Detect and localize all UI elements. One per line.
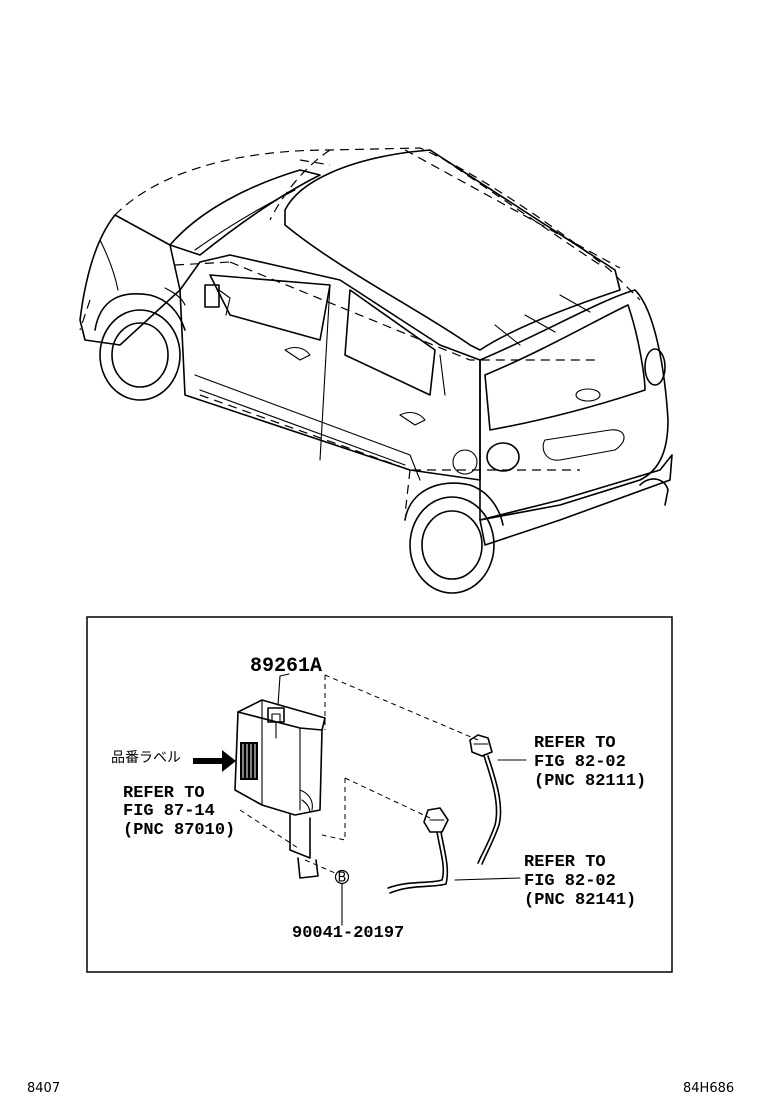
- page-code: 8407: [27, 1081, 60, 1096]
- detail-frame: [86, 616, 673, 973]
- part-number-label: [240, 742, 258, 780]
- main-part-number: 89261A: [250, 655, 322, 678]
- ref-upper-line3: (PNC 82111): [534, 772, 646, 791]
- ref-left-line2: FIG 87-14: [123, 802, 215, 821]
- label-callout-text: 品番ラベル: [111, 750, 181, 766]
- ref-left: REFER TO FIG 87-14 (PNC 87010): [123, 784, 235, 840]
- ref-lower-line2: FIG 82-02: [524, 872, 616, 891]
- drawing-code: 84H686: [683, 1081, 734, 1096]
- ref-left-line3: (PNC 87010): [123, 821, 235, 840]
- bolt-marker-letter: B: [338, 871, 347, 886]
- ref-upper-line1: REFER TO: [534, 734, 616, 753]
- ref-upper-right: REFER TO FIG 82-02 (PNC 82111): [534, 734, 646, 791]
- ref-upper-line2: FIG 82-02: [534, 753, 626, 772]
- harness-upper: [469, 734, 502, 865]
- vehicle-illustration: [79, 147, 673, 594]
- leader-lines: [239, 674, 479, 877]
- ref-left-line1: REFER TO: [123, 784, 205, 803]
- label-arrow: [193, 750, 236, 772]
- control-module: [234, 699, 326, 879]
- harness-lower: [387, 807, 449, 894]
- ref-lower-line3: (PNC 82141): [524, 891, 636, 910]
- ref-lower-right: REFER TO FIG 82-02 (PNC 82141): [524, 853, 636, 910]
- bolt-marker: B: [334, 869, 350, 886]
- ref-lower-line1: REFER TO: [524, 853, 606, 872]
- callout-lines: [277, 673, 527, 926]
- bolt-part-number: 90041-20197: [292, 924, 404, 943]
